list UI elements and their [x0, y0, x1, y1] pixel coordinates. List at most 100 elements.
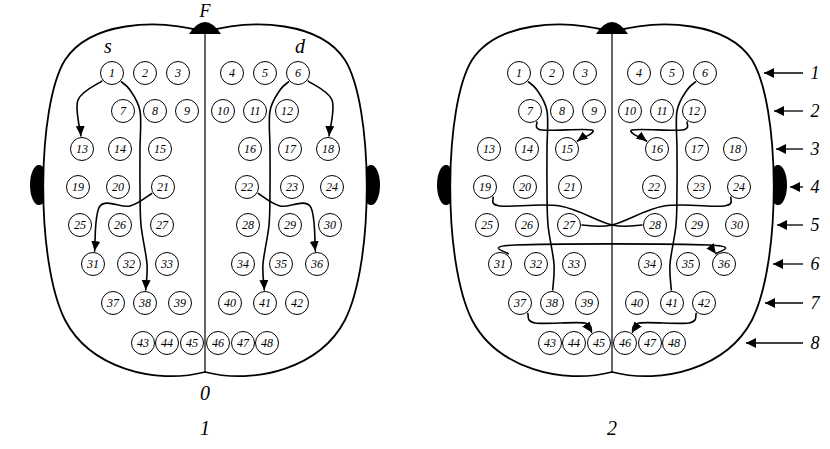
electrode-number: 38	[139, 297, 151, 309]
row-pointer	[777, 224, 803, 225]
electrode-number: 39	[581, 297, 593, 309]
row-number: 2	[811, 102, 820, 120]
electrode-number: 16	[651, 143, 663, 155]
electrode-number: 33	[161, 258, 173, 270]
electrode-number: 38	[546, 297, 558, 309]
electrode-circle: 19	[473, 175, 497, 199]
electrode-circle: 1	[507, 61, 531, 85]
electrode-circle: 15	[555, 137, 579, 161]
electrode-circle: 24	[727, 175, 751, 199]
electrode-circle: 39	[168, 291, 192, 315]
electrode-circle: 19	[66, 175, 90, 199]
electrode-number: 43	[544, 337, 556, 349]
electrode-number: 30	[324, 219, 336, 231]
electrode-circle: 38	[540, 291, 564, 315]
electrode-circle: 1	[100, 61, 124, 85]
electrode-circle: 27	[150, 213, 174, 237]
electrode-circle: 4	[627, 61, 651, 85]
electrode-circle: 36	[305, 252, 329, 276]
electrode-number: 43	[137, 337, 149, 349]
row-pointer	[746, 342, 803, 343]
electrode-number: 22	[241, 181, 253, 193]
row-pointer	[773, 263, 803, 264]
electrode-circle: 40	[218, 291, 242, 315]
electrode-number: 5	[262, 67, 268, 79]
row-pointer	[764, 72, 803, 73]
electrode-circle: 8	[550, 99, 574, 123]
row-number: 3	[811, 140, 820, 158]
electrode-number: 15	[561, 143, 573, 155]
electrode-circle: 40	[625, 291, 649, 315]
electrode-circle: 39	[575, 291, 599, 315]
electrode-number: 28	[649, 219, 661, 231]
electrode-circle: 17	[685, 137, 709, 161]
electrode-circle: 26	[108, 213, 132, 237]
electrode-number: 20	[519, 181, 531, 193]
electrode-circle: 11	[650, 99, 674, 123]
electrode-number: 10	[624, 105, 636, 117]
electrode-circle: 44	[562, 331, 586, 355]
electrode-number: 19	[479, 181, 491, 193]
electrode-number: 8	[152, 105, 158, 117]
row-number: 7	[811, 294, 820, 312]
electrode-circle: 30	[318, 213, 342, 237]
electrode-circle: 4	[220, 61, 244, 85]
electrode-circle: 6	[286, 61, 310, 85]
figure-number: 1	[200, 418, 210, 438]
electrode-circle: 27	[557, 213, 581, 237]
propagation-arrow	[95, 194, 152, 252]
electrode-number: 34	[237, 258, 249, 270]
electrode-circle: 12	[682, 99, 706, 123]
electrode-circle: 9	[582, 99, 606, 123]
electrode-number: 18	[729, 143, 741, 155]
electrode-circle: 37	[101, 291, 125, 315]
electrode-circle: 46	[206, 331, 230, 355]
electrode-number: 25	[74, 219, 86, 231]
electrode-circle: 30	[725, 213, 749, 237]
electrode-number: 47	[644, 337, 656, 349]
electrode-number: 32	[123, 258, 135, 270]
electrode-circle: 34	[638, 252, 662, 276]
electrode-circle: 3	[166, 61, 190, 85]
electrode-circle: 32	[524, 252, 548, 276]
electrode-number: 8	[559, 105, 565, 117]
electrode-number: 11	[249, 105, 260, 117]
electrode-number: 25	[481, 219, 493, 231]
electrode-number: 37	[107, 297, 119, 309]
electrode-number: 47	[237, 337, 249, 349]
electrode-number: 20	[112, 181, 124, 193]
electrode-circle: 12	[275, 99, 299, 123]
electrode-circle: 28	[236, 213, 260, 237]
electrode-circle: 26	[515, 213, 539, 237]
electrode-circle: 33	[155, 252, 179, 276]
row-pointer	[776, 148, 803, 149]
electrode-circle: 37	[508, 291, 532, 315]
electrode-number: 31	[87, 258, 99, 270]
electrode-circle: 16	[238, 137, 262, 161]
electrode-circle: 2	[133, 61, 157, 85]
electrode-circle: 14	[515, 137, 539, 161]
electrode-number: 34	[644, 258, 656, 270]
electrode-circle: 43	[538, 331, 562, 355]
electrode-circle: 48	[255, 331, 279, 355]
electrode-number: 7	[527, 105, 533, 117]
electrode-number: 35	[682, 258, 694, 270]
electrode-number: 5	[669, 67, 675, 79]
electrode-circle: 21	[558, 175, 582, 199]
electrode-number: 13	[483, 143, 495, 155]
electrode-number: 17	[691, 143, 703, 155]
electrode-number: 45	[593, 337, 605, 349]
midline	[611, 34, 612, 372]
electrode-circle: 23	[687, 175, 711, 199]
electrode-number: 36	[718, 258, 730, 270]
row-number: 5	[811, 216, 820, 234]
electrode-number: 30	[731, 219, 743, 231]
electrode-circle: 25	[475, 213, 499, 237]
electrode-circle: 43	[131, 331, 155, 355]
electrode-circle: 47	[638, 331, 662, 355]
electrode-number: 29	[691, 219, 703, 231]
electrode-circle: 20	[106, 175, 130, 199]
figure-number: 2	[607, 418, 617, 438]
electrode-number: 22	[648, 181, 660, 193]
electrode-number: 4	[229, 67, 235, 79]
